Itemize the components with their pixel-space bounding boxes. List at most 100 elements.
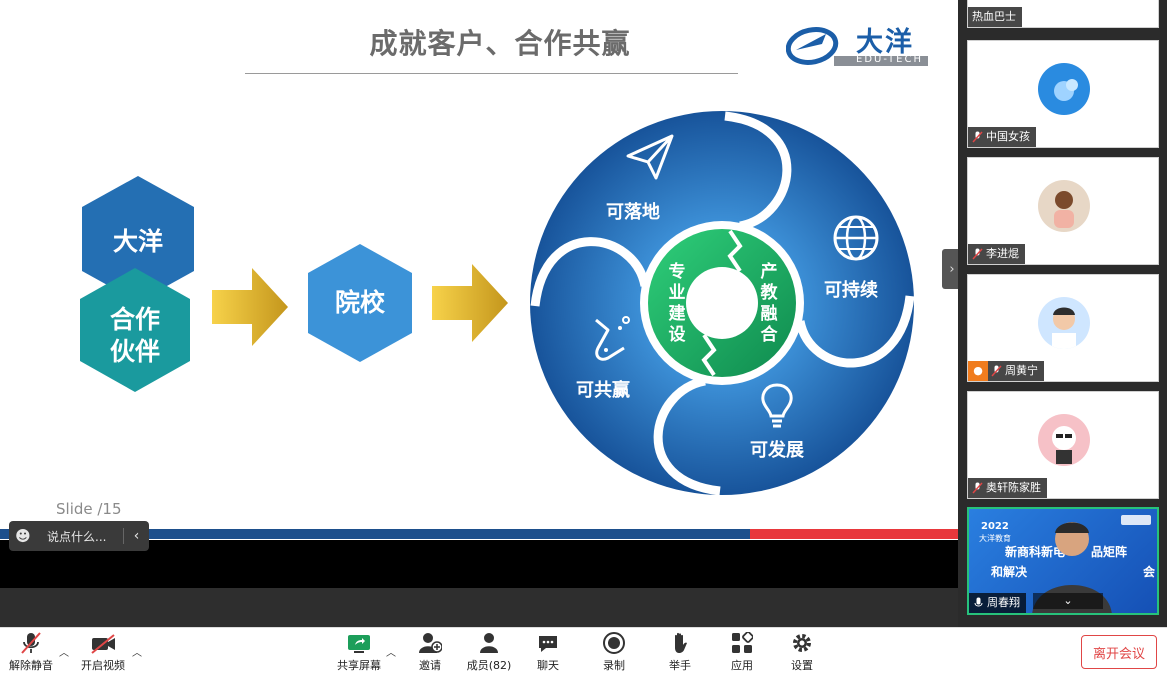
members-icon <box>480 633 498 653</box>
user-badge-icon: ● <box>968 361 988 381</box>
record-label: 录制 <box>603 659 625 672</box>
record-icon <box>603 632 625 654</box>
chat-label: 聊天 <box>537 659 559 672</box>
settings-button[interactable]: 设置 <box>782 628 822 677</box>
participant-tile[interactable]: 中国女孩 <box>967 40 1159 148</box>
title-divider <box>245 73 738 74</box>
apps-button[interactable]: 应用 <box>722 628 762 677</box>
share-screen-label: 共享屏幕 <box>337 659 381 672</box>
participant-name: 中国女孩 <box>968 127 1036 147</box>
apps-grid-icon <box>732 632 753 653</box>
flask-icon <box>595 316 630 361</box>
unmute-label: 解除静音 <box>9 659 53 672</box>
video-banner-line1b: 品矩阵 <box>1091 545 1128 559</box>
gear-icon <box>793 634 811 652</box>
logo-subtitle: EDU-TECH <box>856 54 923 65</box>
inner-left-char: 设 <box>668 325 686 345</box>
arrow-right-icon <box>212 268 288 346</box>
hexagon-school-label: 院校 <box>334 288 385 317</box>
invite-label: 邀请 <box>419 659 441 672</box>
hexagon-dayang-label: 大洋 <box>112 227 163 256</box>
quick-chat-pill[interactable]: ☻ 说点什么... ‹ <box>9 521 149 551</box>
mic-on-icon <box>974 597 983 607</box>
meeting-toolbar: 解除静音 ︿ 开启视频 ︿ 共享屏幕 ︿ 邀请 成员(82) 聊天 录制 <box>0 627 1167 677</box>
slide-number: Slide /15 <box>56 500 122 518</box>
globe-icon <box>833 215 879 261</box>
slide-footer-bar <box>0 529 958 539</box>
quick-chat-input[interactable]: 说点什么... <box>47 529 107 544</box>
photo-avatar-icon <box>1054 191 1074 228</box>
invite-user-icon <box>419 633 442 653</box>
hexagon-partner-label-1: 合作 <box>109 305 160 334</box>
mic-muted-icon <box>972 482 983 494</box>
avatar <box>1038 414 1090 466</box>
arrow-right-icon <box>432 264 508 342</box>
inner-label-right: 产 教 融 合 <box>758 262 780 346</box>
participant-tile[interactable]: ● 周黄宁 <box>967 274 1159 382</box>
value-wheel-diagram <box>530 111 915 496</box>
inner-left-char: 建 <box>668 304 686 324</box>
avatar <box>1038 297 1090 349</box>
wheel-label-left: 可共赢 <box>576 380 630 401</box>
participant-name-text: 周黄宁 <box>1005 364 1038 377</box>
participant-name-text: 热血巴士 <box>972 10 1016 23</box>
participant-name: 奥轩陈家胜 <box>968 478 1047 498</box>
avatar <box>1038 180 1090 232</box>
settings-label: 设置 <box>791 659 813 672</box>
chat-button[interactable]: 聊天 <box>528 628 568 677</box>
participant-tile[interactable]: 李进焜 <box>967 157 1159 265</box>
photo-avatar-icon <box>1052 307 1076 349</box>
video-banner-line1: 新商科新电 <box>1005 545 1066 559</box>
leave-meeting-button[interactable]: 离开会议 <box>1081 635 1157 669</box>
mic-muted-icon <box>972 248 983 260</box>
members-label: 成员(82) <box>466 659 512 672</box>
inner-right-char: 融 <box>760 304 778 324</box>
start-video-button[interactable]: 开启视频 <box>80 628 126 677</box>
inner-right-char: 合 <box>760 325 778 345</box>
slide-footer-accent <box>750 529 958 539</box>
slide-title: 成就客户、合作共赢 <box>369 27 631 60</box>
cartoon-avatar-icon <box>1052 426 1076 464</box>
hexagon-school <box>308 244 412 362</box>
participant-name: ● 周黄宁 <box>968 361 1044 381</box>
audio-options-caret-icon[interactable]: ︿ <box>59 648 69 659</box>
raise-hand-icon <box>675 632 687 653</box>
start-video-label: 开启视频 <box>81 659 125 672</box>
inner-right-char: 教 <box>760 283 778 303</box>
invite-button[interactable]: 邀请 <box>410 628 450 677</box>
raise-hand-label: 举手 <box>669 659 691 672</box>
hexagon-partner <box>80 268 190 392</box>
share-options-caret-icon[interactable]: ︿ <box>386 648 396 659</box>
chat-bubble-icon <box>539 636 557 652</box>
participant-name: 李进焜 <box>968 244 1025 264</box>
dayang-logo: 大洋 EDU-TECH <box>785 20 936 70</box>
participant-tile[interactable]: 奥轩陈家胜 <box>967 391 1159 499</box>
members-button[interactable]: 成员(82) <box>464 628 514 677</box>
active-speaker-tile[interactable]: 2022 大洋教育 新商科新电 品矩阵 和解决 会 周春翔 ⌄ <box>967 507 1159 615</box>
tile-options-chevron-icon[interactable]: ⌄ <box>1033 593 1103 609</box>
participant-tile[interactable]: 热血巴士 <box>967 0 1159 28</box>
video-banner-line2: 和解决 <box>991 565 1028 579</box>
participant-name-text: 中国女孩 <box>986 130 1030 143</box>
avatar <box>1038 63 1090 115</box>
unmute-button[interactable]: 解除静音 <box>8 628 54 677</box>
dayang-logo-mark-icon <box>785 27 928 66</box>
record-button[interactable]: 录制 <box>594 628 634 677</box>
slide-letterbox <box>0 540 958 588</box>
video-brand: 大洋教育 <box>979 534 1011 543</box>
emoji-icon[interactable]: ☻ <box>15 527 31 545</box>
participant-name: 周春翔 <box>969 593 1026 613</box>
video-off-icon <box>91 634 115 654</box>
participant-name-text: 周春翔 <box>987 596 1020 609</box>
raise-hand-button[interactable]: 举手 <box>660 628 700 677</box>
panel-toggle-handle[interactable]: › <box>942 249 962 289</box>
apps-label: 应用 <box>731 659 753 672</box>
video-options-caret-icon[interactable]: ︿ <box>132 648 142 659</box>
hexagon-dayang <box>82 176 194 302</box>
participants-panel: 热血巴士 中国女孩 李进焜 ● <box>958 0 1167 627</box>
wheel-label-bottom: 可发展 <box>750 440 804 461</box>
mic-muted-icon <box>991 365 1002 377</box>
share-screen-button[interactable]: 共享屏幕 <box>336 628 382 677</box>
mic-muted-icon <box>972 131 983 143</box>
collapse-chevron-icon[interactable]: ‹ <box>123 528 149 544</box>
